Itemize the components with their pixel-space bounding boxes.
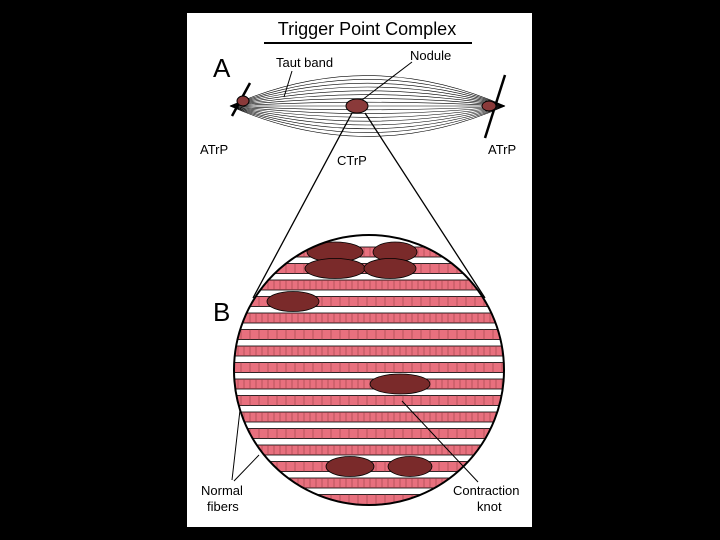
contraction-knot-label-line1: Contraction [453,483,519,498]
panel-b-letter: B [213,297,230,327]
normal-fibers-pointer-1 [231,409,241,481]
taut-band-label: Taut band [276,55,333,70]
nodule-label: Nodule [410,48,451,63]
fiber-cross-section [233,234,505,506]
figure-title: Trigger Point Complex [278,19,456,39]
contraction-knot-pointer [401,400,479,483]
contraction-knot-label-line2: knot [477,499,502,514]
normal-fibers-label-line2: fibers [207,499,239,514]
normal-fibers-pointer-2 [233,454,260,482]
zoom-line-right [364,112,486,299]
atrp-right-label: ATrP [488,142,516,157]
taut-band-pointer [283,70,293,98]
panel-a-letter: A [213,53,231,83]
atrp-left-label: ATrP [200,142,228,157]
atrp-left-nodule [236,95,250,107]
zoom-line-left [252,112,353,299]
nodule-pointer [361,61,413,101]
atrp-right-nodule [481,100,497,112]
normal-fibers-label-line1: Normal [201,483,243,498]
ctrp-nodule [345,98,369,114]
ctrp-label: CTrP [337,153,367,168]
